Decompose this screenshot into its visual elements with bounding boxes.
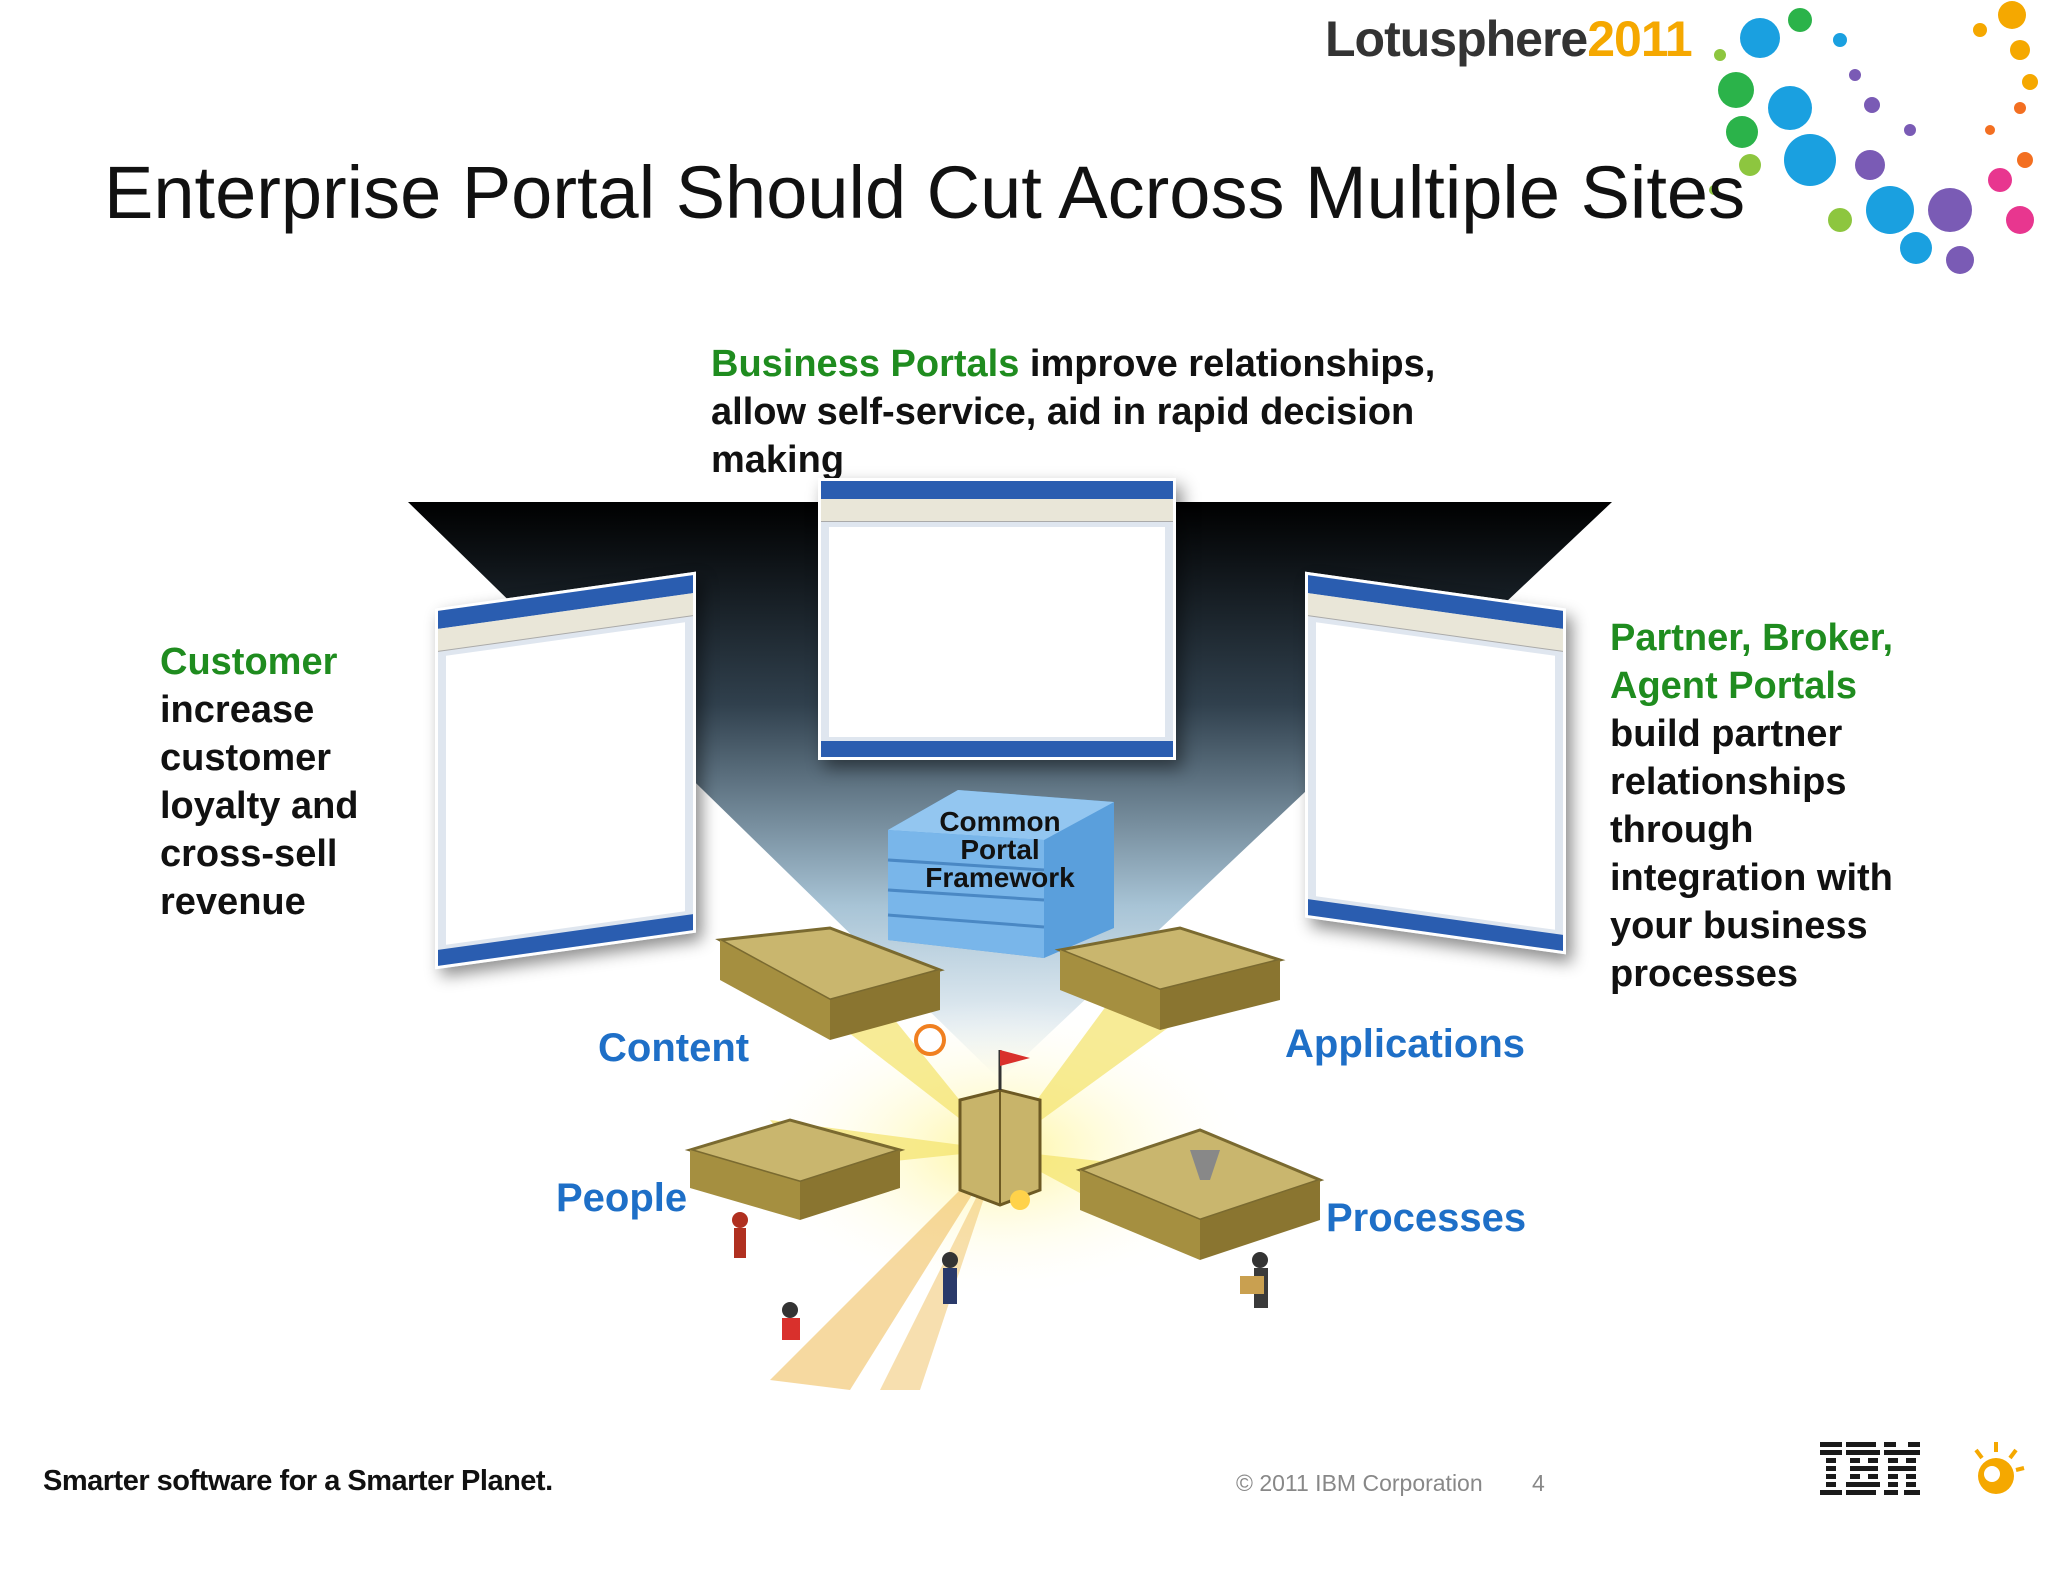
partner-line: through [1610,809,1754,851]
partner-line: relationships [1610,761,1847,803]
partner-highlight-line1: Partner, Broker, [1610,617,1894,659]
business-line2: allow self-service, aid in rapid decisio… [711,391,1415,433]
customer-caption: Customer increase customer loyalty and c… [160,638,440,926]
logo-word: Lotusphere [1325,11,1588,67]
applications-label: Applications [1285,1022,1526,1066]
customer-line: cross-sell [160,833,338,875]
partner-line: processes [1610,953,1799,995]
partner-line: build partner [1610,713,1843,755]
framework-line3: Framework [925,862,1075,893]
footer-tagline: Smarter software for a Smarter Planet. [43,1465,553,1497]
partner-highlight-line2: Agent Portals [1610,665,1858,707]
copyright-text: © 2011 IBM Corporation [1236,1470,1483,1496]
customer-line: loyalty and [160,785,359,827]
partner-line: your business [1610,905,1868,947]
business-line3: making [711,439,845,481]
customer-line: customer [160,737,332,779]
smarter-planet-icon [1974,1442,2025,1494]
portal-framework-stack [887,790,1114,958]
slide-title: Enterprise Portal Should Cut Across Mult… [104,151,1746,234]
processes-label: Processes [1326,1196,1527,1240]
business-portals-caption: Business Portals improve relationships, … [711,340,1511,484]
partner-line: integration with [1610,857,1893,899]
customer-line: revenue [160,881,306,923]
framework-line1: Common [939,806,1061,837]
business-line1: improve relationships, [1019,343,1436,385]
partner-caption: Partner, Broker, Agent Portals build par… [1610,614,1970,998]
framework-line2: Portal [960,834,1040,865]
intranet-portal-screenshot [818,478,1176,760]
customer-line: increase [160,689,315,731]
customer-highlight: Customer [160,641,338,683]
customer-portal-screenshot [435,571,696,970]
logo-year: 2011 [1587,11,1692,67]
decorative-dots-graphic [1709,1,2038,274]
business-portals-highlight: Business Portals [711,343,1020,385]
partner-portal-screenshot [1305,571,1566,955]
portal-framework-label: Common Portal Framework [880,808,1120,892]
ibm-logo [1820,1442,1920,1495]
page-number: 4 [1532,1470,1545,1496]
content-label: Content [598,1026,750,1070]
people-label: People [556,1176,688,1220]
lotusphere-logo: Lotusphere2011 [1325,10,1693,68]
enterprise-illustration [684,926,1325,1390]
